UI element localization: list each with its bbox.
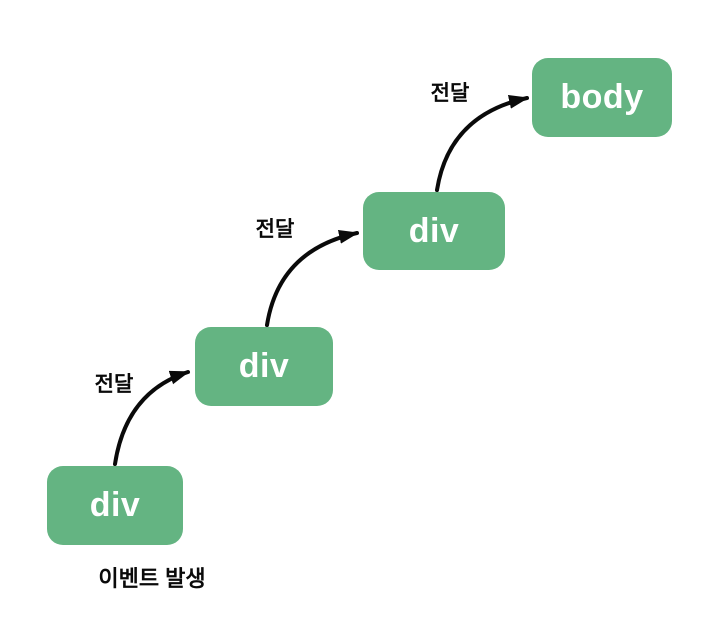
flow-arrow-3 <box>435 95 529 192</box>
node-label: body <box>560 78 644 116</box>
node-label: div <box>408 211 460 250</box>
node-div-grandparent: div <box>363 192 505 270</box>
node-label: div <box>89 486 141 524</box>
arrow-label-2: 전달 <box>255 218 295 241</box>
node-body: body <box>532 58 672 137</box>
flow-arrow-1 <box>113 370 190 466</box>
node-label: div <box>238 347 290 385</box>
arrow-label-1: 전달 <box>94 373 134 396</box>
flow-arrow-2 <box>265 230 359 327</box>
event-origin-caption: 이벤트 발생 <box>98 566 206 591</box>
node-div-source: div <box>47 466 183 545</box>
node-div-parent: div <box>195 327 333 406</box>
arrow-label-3: 전달 <box>430 82 470 105</box>
